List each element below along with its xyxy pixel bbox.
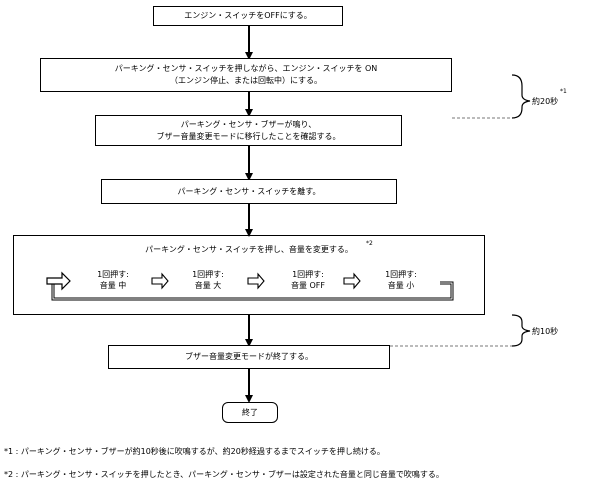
end-terminal: 終了 <box>222 402 278 423</box>
step-confirm-mode: パーキング・センサ・ブザーが鳴り、 ブザー音量変更モードに移行したことを確認する… <box>95 115 402 146</box>
brace-20s <box>511 74 531 119</box>
timer-20s-label: 約20秒 <box>532 97 559 106</box>
cycle-arrow-1 <box>151 272 169 290</box>
cycle-item-medium: 1回押す:音量 中 <box>97 270 129 290</box>
footnote-1: *1 : パーキング・センサ・ブザーが約10秒後に吹鳴するが、約20秒経過するま… <box>4 447 385 456</box>
brace-10s <box>511 314 531 347</box>
note-mark-2: *2 <box>366 240 373 247</box>
cycle-item-low: 1回押す:音量 小 <box>385 270 417 290</box>
cycle-arrow-2 <box>247 272 265 290</box>
cycle-arrow-3 <box>343 272 361 290</box>
cycle-item-off: 1回押す:音量 OFF <box>290 270 326 290</box>
change-volume-title: パーキング・センサ・スイッチを押し、音量を変更する。 <box>145 245 353 254</box>
timer-10s-label: 約10秒 <box>532 327 559 336</box>
step-change-volume: パーキング・センサ・スイッチを押し、音量を変更する。 <box>13 235 485 315</box>
step-release-switch: パーキング・センサ・スイッチを離す。 <box>101 179 397 204</box>
cycle-entry-arrow <box>46 271 71 291</box>
step-press-and-on: パーキング・センサ・スイッチを押しながら、エンジン・スイッチを ON （エンジン… <box>40 58 452 92</box>
cycle-item-high: 1回押す:音量 大 <box>192 270 224 290</box>
step-mode-end: ブザー音量変更モードが終了する。 <box>108 345 390 369</box>
step-engine-off: エンジン・スイッチをOFFにする。 <box>153 6 343 26</box>
note-mark-1: *1 <box>560 88 567 95</box>
footnote-2: *2 : パーキング・センサ・スイッチを押したとき、パーキング・センサ・ブザーは… <box>4 470 444 479</box>
